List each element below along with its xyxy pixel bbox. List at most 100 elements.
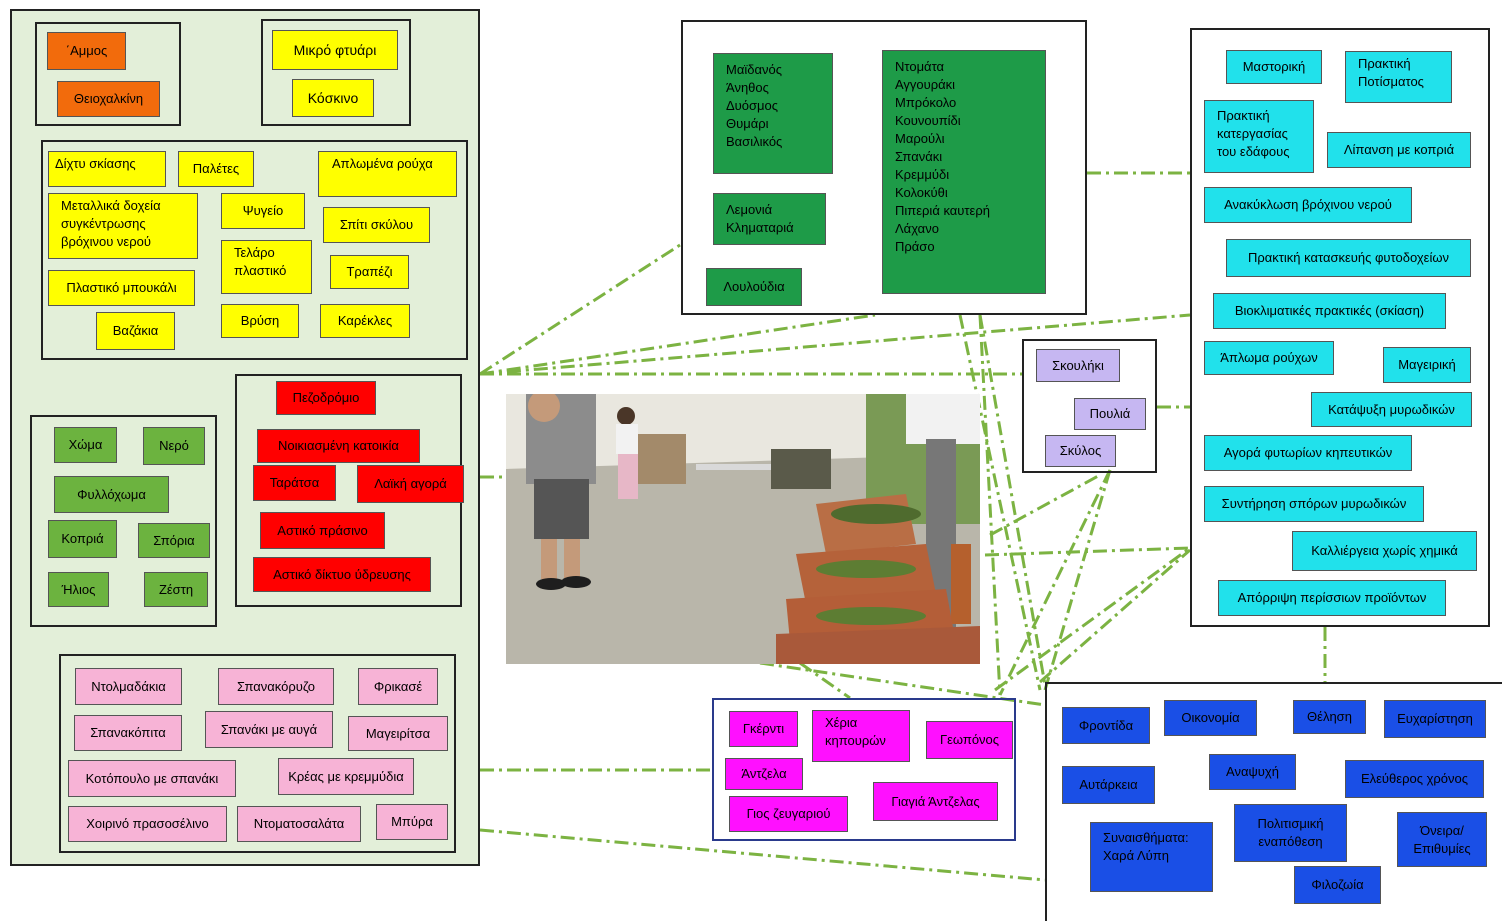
flowers-box: Λουλούδια (706, 268, 802, 306)
connector-line (479, 828, 1046, 882)
animal-box: Πουλιά (1074, 398, 1146, 430)
connector-line (978, 314, 1002, 696)
objects-group (41, 140, 468, 360)
dish-box: Μπύρα (376, 804, 448, 840)
connector-line (998, 469, 1112, 696)
small-shovel-box: Μικρό φτυάρι (272, 30, 398, 70)
herb-label: Μαϊδανός (726, 62, 782, 77)
connector-line (1039, 548, 1191, 684)
herb-label: Θυμάρι (726, 116, 769, 131)
object-box: Μεταλλικά δοχεία συγκέντρωσης βρόχινου ν… (48, 193, 198, 259)
dish-box: Σπανακόρυζο (218, 668, 334, 705)
place-box: Λαϊκή αγορά (357, 465, 464, 503)
object-box: Ψυγείο (221, 193, 305, 229)
practice-box: Πρακτική Ποτίσματος (1345, 51, 1452, 103)
sieve-box: Κόσκινο (292, 79, 374, 117)
practice-box: Κατάψυξη μυρωδικών (1311, 392, 1472, 427)
herb-label: Δυόσμος (726, 98, 779, 113)
practices-panel (1190, 28, 1490, 627)
person-box: Γκέρντι (729, 711, 798, 747)
dish-box: Μαγειρίτσα (348, 716, 448, 751)
practice-box: Βιοκλιματικές πρακτικές (σκίαση) (1213, 293, 1446, 329)
connector-line (799, 661, 851, 700)
dish-box: Ντολμαδάκια (75, 668, 182, 705)
dish-box: Κρέας με κρεμμύδια (278, 758, 414, 795)
values-panel (1045, 682, 1502, 921)
value-box: Αναψυχή (1209, 754, 1296, 790)
object-box: Τραπέζι (330, 255, 409, 289)
sand-box: ΄Αμμος (47, 32, 126, 70)
value-box: Αυτάρκεια (1062, 766, 1155, 804)
dishes-group (59, 654, 456, 853)
practice-box: Καλλιέργεια χωρίς χημικά (1292, 531, 1477, 571)
dish-box: Σπανακόπιτα (74, 715, 182, 751)
practice-box: Άπλωμα ρούχων (1204, 341, 1334, 375)
vegetables-box: Ντομάτα Αγγουράκι Μπρόκολο Κουνουπίδι Μα… (882, 50, 1046, 294)
person-box: Γεωπόνος (926, 721, 1013, 759)
value-box: Ευχαρίστηση (1384, 700, 1486, 738)
vegetable-label: Κρεμμύδι (895, 167, 950, 182)
rooftop-garden-photo (506, 394, 980, 664)
vegetable-label: Πιπεριά καυτερή (895, 203, 990, 218)
connector-line (989, 473, 1101, 537)
practice-box: Πρακτική κατεργασίας του εδάφους (1204, 100, 1314, 173)
herb-label: Άνηθος (726, 80, 769, 95)
practice-box: Λίπανση με κοπριά (1327, 132, 1471, 168)
object-box: Δίχτυ σκίασης (48, 151, 166, 187)
animal-box: Σκουλήκι (1036, 349, 1120, 382)
herbs-box: Μαϊδανός Άνηθος Δυόσμος Θυμάρι Βασιλικός (713, 53, 833, 174)
vegetable-label: Μαρούλι (895, 131, 945, 146)
vegetable-label: Ντομάτα (895, 59, 945, 74)
practice-box: Πρακτική κατασκευής φυτοδοχείων (1226, 239, 1471, 277)
object-box: Απλωμένα ρούχα (318, 151, 457, 197)
object-box: Πλαστικό μπουκάλι (48, 270, 195, 306)
place-box: Νοικιασμένη κατοικία (257, 429, 420, 463)
object-box: Βαζάκια (96, 312, 175, 350)
place-box: Αστικό πράσινο (260, 512, 385, 549)
value-box: Θέληση (1293, 700, 1366, 734)
connector-line (479, 313, 876, 376)
object-box: Σπίτι σκύλου (323, 207, 430, 243)
place-box: Πεζοδρόμιο (276, 381, 376, 415)
dish-box: Κοτόπουλο με σπανάκι (68, 760, 236, 797)
value-box: Συναισθήματα: Χαρά Λύπη (1090, 822, 1213, 892)
connector-line (1043, 469, 1112, 691)
people-panel (712, 698, 1016, 841)
object-box: Τελάρο πλαστικό (221, 240, 312, 294)
vegetable-label: Πράσο (895, 239, 935, 254)
dish-box: Χοιρινό πρασοσέλινο (68, 806, 227, 842)
tools-group-a (35, 22, 181, 126)
connector-line (479, 243, 681, 376)
vegetable-label: Κολοκύθι (895, 185, 948, 200)
object-box: Παλέτες (178, 151, 254, 187)
value-box: Φιλοζωία (1294, 866, 1381, 904)
nature-box: Κοπριά (48, 520, 117, 558)
nature-box: Φυλλόχωμα (54, 476, 169, 513)
practice-box: Μαστορική (1226, 50, 1322, 84)
practice-box: Μαγειρική (1383, 347, 1471, 383)
value-box: Πολιτισμική εναπόθεση (1234, 804, 1347, 862)
practice-box: Συντήρηση σπόρων μυρωδικών (1204, 486, 1424, 522)
connector-line (958, 314, 1042, 691)
value-box: Οικονομία (1164, 700, 1257, 736)
person-box: Γιος ζευγαριού (729, 796, 848, 832)
herb-label: Βασιλικός (726, 134, 783, 149)
nature-box: Σπόρια (138, 523, 210, 558)
dish-box: Φρικασέ (358, 668, 438, 705)
value-box: Φροντίδα (1062, 707, 1150, 744)
value-box: Ελεύθερος χρόνος (1345, 760, 1484, 798)
animal-box: Σκύλος (1045, 435, 1116, 467)
vegetable-label: Αγγουράκι (895, 77, 956, 92)
person-box: Άντζελα (725, 758, 803, 790)
vegetable-label: Σπανάκι (895, 149, 943, 164)
nature-box: Ζέστη (144, 572, 208, 607)
trees-box: Λεμονιά Κληματαριά (713, 193, 826, 245)
practice-box: Ανακύκλωση βρόχινου νερού (1204, 187, 1412, 223)
object-box: Βρύση (221, 304, 299, 338)
object-box: Καρέκλες (320, 304, 410, 338)
animals-panel (1022, 339, 1157, 473)
plants-panel (681, 20, 1087, 315)
tools-group-b (261, 19, 411, 126)
tree-label: Λεμονιά (726, 202, 773, 217)
